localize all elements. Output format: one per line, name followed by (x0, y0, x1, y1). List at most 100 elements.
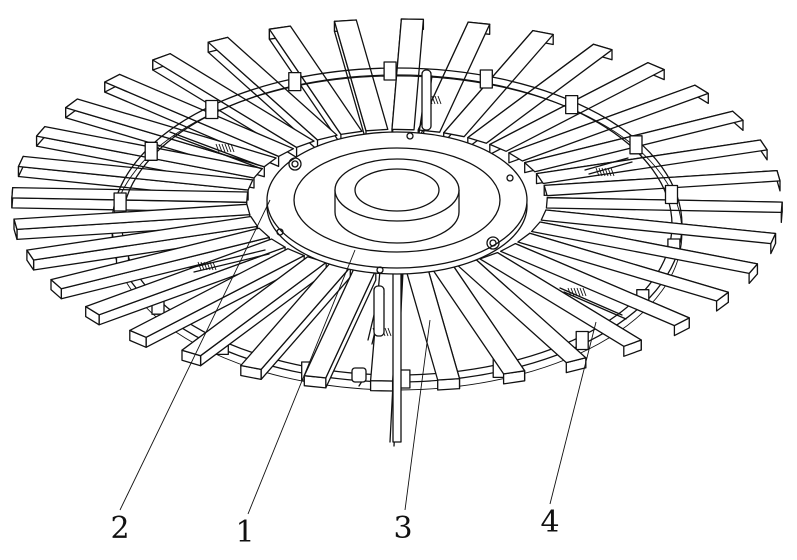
rod-edge-0 (173, 135, 263, 170)
spring-coil (437, 95, 442, 105)
spring-coil (601, 167, 606, 177)
blade-top-face (85, 238, 286, 316)
spring-3 (567, 287, 587, 297)
ring-bracket (575, 330, 589, 351)
spring-coil (579, 287, 584, 297)
ring-bracket (479, 69, 493, 89)
blade-20 (540, 209, 777, 255)
blade-top-face (207, 36, 338, 141)
blade-top-face (26, 215, 259, 261)
ring-bracket (565, 94, 579, 115)
boss-top (334, 158, 460, 222)
spring-coil (607, 167, 612, 177)
spring-coil (384, 327, 389, 337)
blade-end-face (369, 379, 394, 392)
spring-coil (573, 287, 578, 297)
bolt-hole-5 (276, 228, 284, 236)
callout-label-2: 2 (110, 511, 130, 546)
spring-coil (224, 143, 229, 153)
blade-top-face (467, 43, 613, 144)
rod-0 (169, 131, 259, 166)
spring-coil (567, 287, 572, 297)
blade-top-face (417, 21, 491, 133)
ring-bracket (629, 135, 643, 155)
blade-top-face (333, 19, 389, 132)
blade-31 (240, 262, 351, 381)
blade-top-face (17, 155, 254, 191)
blade-top-face (129, 248, 305, 338)
bolt-washer-left (288, 157, 302, 171)
blade-33 (303, 267, 377, 389)
rod-1 (584, 157, 629, 171)
spring-coil (218, 143, 223, 153)
bolt-hole-1 (406, 132, 414, 140)
spring-coil (576, 287, 581, 297)
blade-top-face (13, 203, 251, 231)
leader-line-3 (549, 321, 597, 505)
blade-26 (499, 242, 690, 337)
spring-coil (212, 261, 217, 271)
spring-coil (431, 95, 436, 105)
callout-label-3: 3 (393, 511, 413, 546)
spring-coil (598, 167, 603, 177)
spring-coil (595, 167, 600, 177)
spring-coil (221, 143, 226, 153)
boss-bore (354, 168, 440, 212)
cylinder-front (373, 285, 385, 337)
blade-28 (479, 251, 642, 357)
rod-edge-2 (563, 291, 627, 320)
ring-bracket (113, 192, 127, 212)
blade-top-face (508, 84, 709, 162)
blade-24 (517, 232, 729, 312)
blade-top-face (50, 227, 270, 290)
blade-top-face (443, 29, 554, 138)
blade-top-face (545, 197, 783, 214)
bolt-hole-0 (291, 160, 299, 168)
blade-top-face (530, 221, 759, 275)
ring-bracket (383, 61, 397, 81)
spring-coil (197, 261, 202, 271)
spring-coil (227, 143, 232, 153)
spring-coil (570, 287, 575, 297)
spring-coil (203, 261, 208, 271)
spring-coil (604, 167, 609, 177)
blade-30 (456, 259, 587, 374)
rod-edge-1 (588, 161, 633, 175)
spring-coil (206, 261, 211, 271)
bolt-hole-3 (489, 239, 497, 247)
blade-top-face (104, 73, 295, 158)
blade-top-face (543, 169, 781, 197)
blade-top-face (268, 25, 363, 136)
callout-label-4: 4 (540, 505, 560, 540)
blade-1 (333, 19, 389, 142)
blade-top-face (517, 232, 729, 302)
spring-1 (197, 261, 217, 271)
spring-0 (215, 143, 235, 153)
blade-27 (129, 248, 305, 348)
leader-lines (119, 199, 597, 515)
blade-top-face (499, 242, 690, 327)
blade-top-face (479, 251, 642, 347)
ring-bracket (144, 141, 158, 161)
blade-3 (268, 25, 363, 146)
cylinder-back (421, 69, 432, 131)
center-post (392, 267, 402, 443)
spring-2 (595, 167, 615, 177)
leader-line-1 (247, 249, 356, 515)
rod-2 (559, 287, 623, 316)
spring-coil (200, 261, 205, 271)
pin-front (351, 367, 367, 383)
ring-bracket (288, 71, 302, 92)
spring-coil (387, 327, 392, 337)
ring-bracket (205, 99, 219, 120)
bolt-hole-4 (376, 266, 384, 274)
blade-25 (85, 238, 286, 326)
connecting-rods (169, 69, 633, 447)
blade-top-face (152, 53, 315, 149)
callout-label-1: 1 (235, 515, 255, 550)
blade-top-face (11, 186, 249, 203)
blade-21 (26, 215, 259, 271)
leader-line-0 (119, 199, 271, 511)
blade-top-face (391, 18, 425, 131)
blade-5 (207, 36, 338, 151)
